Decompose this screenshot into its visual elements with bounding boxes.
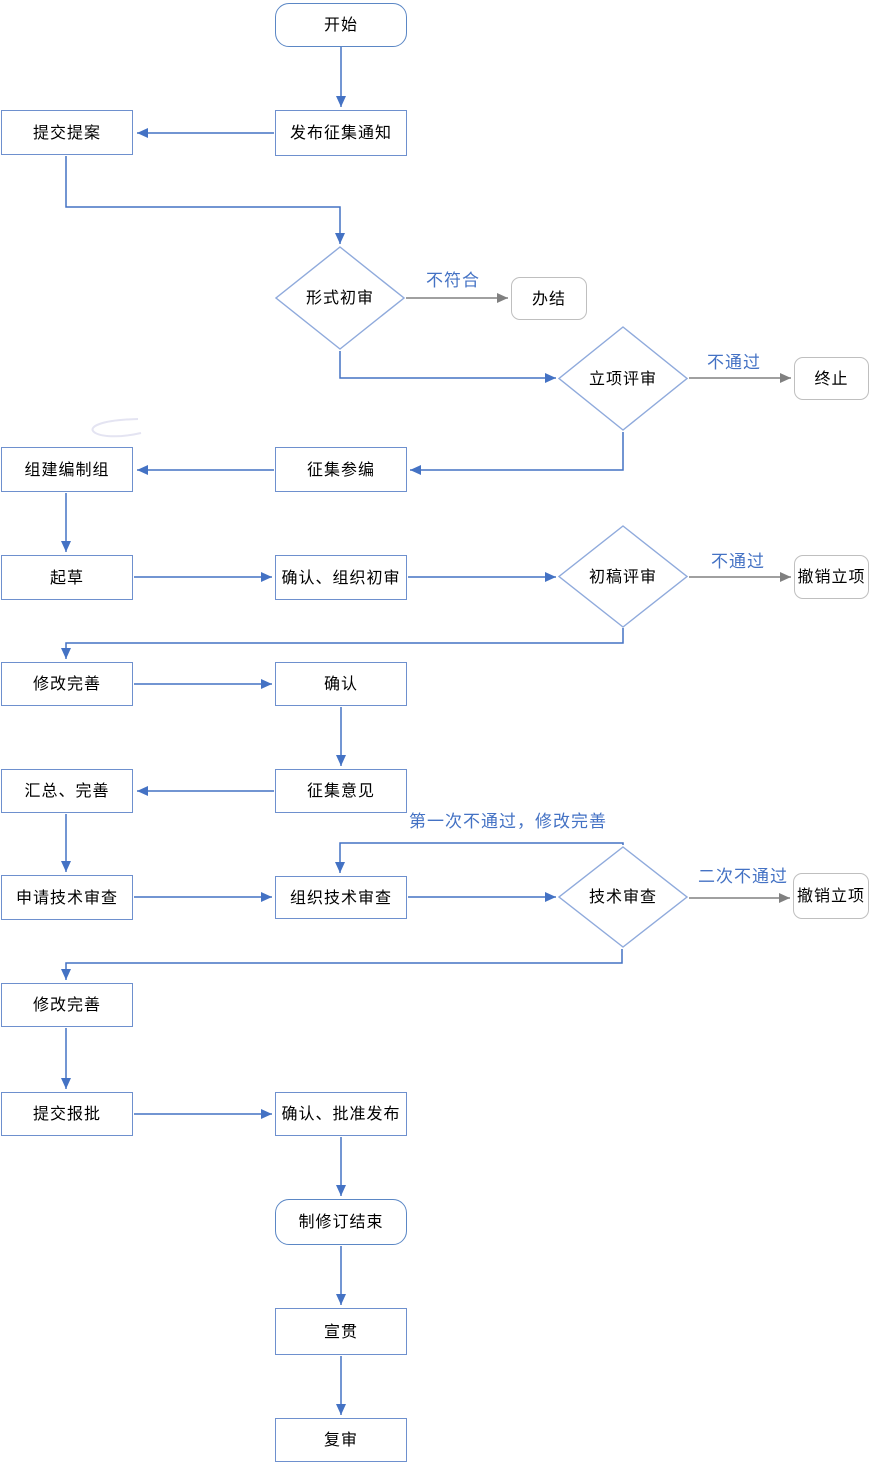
node-promote: 宣贯 xyxy=(275,1308,407,1355)
edge-label-first-fail-revise: 第一次不通过，修改完善 xyxy=(409,812,607,832)
node-draft-review: 初稿评审 xyxy=(558,525,688,628)
node-review-label: 复审 xyxy=(323,1430,358,1449)
edge-tech-review-first-fail-loop xyxy=(335,842,624,873)
node-promote-label: 宣贯 xyxy=(323,1321,358,1341)
node-close-case-label: 办结 xyxy=(531,288,566,308)
node-tech-review: 技术审查 xyxy=(558,846,688,948)
node-submit-proposal-label: 提交提案 xyxy=(32,122,101,142)
node-end-revision-label: 制修订结束 xyxy=(298,1212,384,1231)
node-cancel-project-1-label: 撤销立项 xyxy=(797,567,866,586)
node-revise-2-label: 修改完善 xyxy=(32,995,101,1014)
node-tech-review-label: 技术审查 xyxy=(588,887,657,906)
node-organize-tech-review: 组织技术审查 xyxy=(275,876,407,919)
node-confirm-label: 确认 xyxy=(323,674,358,693)
node-draft-label: 起草 xyxy=(49,567,84,587)
node-submit-proposal: 提交提案 xyxy=(1,110,133,155)
node-organize-tech-review-label: 组织技术审查 xyxy=(289,887,392,907)
node-collect-opinions: 征集意见 xyxy=(275,769,407,813)
node-form-review: 形式初审 xyxy=(275,246,405,350)
edge-label-not-pass-1: 不通过 xyxy=(707,353,761,373)
node-revise-1: 修改完善 xyxy=(1,662,133,706)
edge-label-not-conform: 不符合 xyxy=(426,271,480,291)
edge-submit-to-form-review xyxy=(65,156,345,244)
node-confirm-approve-publish: 确认、批准发布 xyxy=(275,1092,407,1136)
node-start: 开始 xyxy=(275,3,407,47)
node-confirm-org-review-label: 确认、组织初审 xyxy=(281,567,401,587)
diamond-shape xyxy=(558,525,688,628)
node-start-label: 开始 xyxy=(323,15,358,34)
node-publish-notice: 发布征集通知 xyxy=(275,110,407,156)
node-form-review-label: 形式初审 xyxy=(305,288,374,307)
diamond-shape xyxy=(558,326,688,431)
node-review: 复审 xyxy=(275,1418,407,1462)
edge-form-review-to-project-review xyxy=(339,351,556,383)
node-revise-2: 修改完善 xyxy=(1,983,133,1027)
node-cancel-project-2-label: 撤销立项 xyxy=(796,886,865,905)
node-submit-approval: 提交报批 xyxy=(1,1092,133,1136)
node-form-group-label: 组建编制组 xyxy=(24,459,110,479)
node-form-group: 组建编制组 xyxy=(1,447,133,492)
node-end-revision: 制修订结束 xyxy=(275,1199,407,1245)
node-revise-1-label: 修改完善 xyxy=(32,674,101,693)
node-terminate: 终止 xyxy=(794,357,869,400)
edge-tech-review-to-revise2 xyxy=(61,949,623,980)
node-terminate-label: 终止 xyxy=(814,368,849,388)
node-cancel-project-2: 撤销立项 xyxy=(793,873,869,919)
node-cancel-project-1: 撤销立项 xyxy=(794,555,869,599)
node-apply-tech-review: 申请技术审查 xyxy=(1,875,133,920)
node-publish-notice-label: 发布征集通知 xyxy=(289,123,392,142)
node-confirm: 确认 xyxy=(275,662,407,706)
node-collect-opinions-label: 征集意见 xyxy=(306,781,375,800)
node-collect-participants-label: 征集参编 xyxy=(306,459,375,479)
edge-project-review-to-collect-participants xyxy=(410,432,624,475)
edge-label-second-fail: 二次不通过 xyxy=(698,867,788,887)
node-draft: 起草 xyxy=(1,555,133,600)
node-collect-participants: 征集参编 xyxy=(275,447,407,492)
node-confirm-org-review: 确认、组织初审 xyxy=(275,555,407,600)
node-apply-tech-review-label: 申请技术审查 xyxy=(15,887,118,907)
node-project-review-label: 立项评审 xyxy=(588,368,657,388)
node-submit-approval-label: 提交报批 xyxy=(32,1104,101,1123)
stray-mark xyxy=(91,418,142,438)
diamond-shape xyxy=(275,246,405,350)
diamond-shape xyxy=(558,846,688,948)
node-project-review: 立项评审 xyxy=(558,326,688,431)
edge-label-not-pass-2: 不通过 xyxy=(711,552,765,572)
node-summarize: 汇总、完善 xyxy=(1,769,133,813)
node-close-case: 办结 xyxy=(511,277,587,320)
node-draft-review-label: 初稿评审 xyxy=(588,566,657,586)
node-confirm-approve-publish-label: 确认、批准发布 xyxy=(281,1104,401,1123)
edge-draft-review-to-revise1 xyxy=(61,628,624,659)
node-summarize-label: 汇总、完善 xyxy=(24,781,110,800)
